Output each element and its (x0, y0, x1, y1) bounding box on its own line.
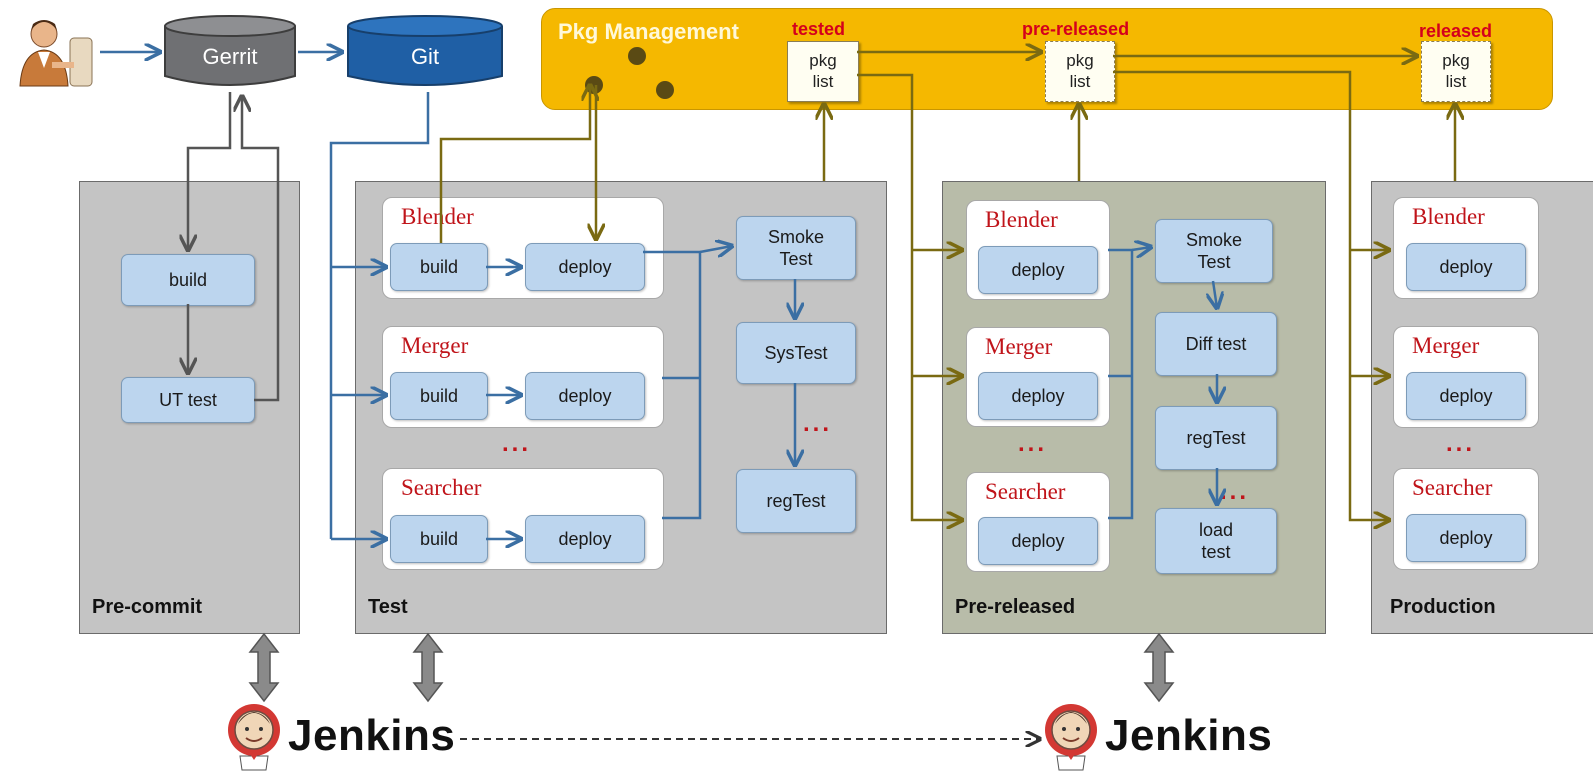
test-systest: SysTest (736, 322, 856, 384)
pre-released-label: pre-released (1022, 19, 1130, 39)
production-label: Production (1390, 596, 1496, 618)
component-title: Merger (1412, 333, 1480, 358)
prereleased-load-test: load test (1155, 508, 1277, 574)
test-regtest: regTest (736, 469, 856, 533)
production-merger-deploy: deploy (1406, 372, 1526, 420)
test-label: Test (368, 596, 408, 618)
component-title: Blender (401, 204, 474, 229)
jenkins-logo-icon (228, 704, 280, 771)
prereleased-merger-deploy: deploy (978, 372, 1098, 420)
gerrit-database-icon (164, 15, 296, 86)
prereleased-label: Pre-released (955, 596, 1076, 618)
released-pkg-list: pkg list (1421, 41, 1491, 102)
jenkins-right-label: Jenkins (1105, 711, 1273, 760)
test-merger-deploy: deploy (525, 372, 645, 420)
component-title: Blender (985, 207, 1058, 232)
prereleased-diff-test: Diff test (1155, 312, 1277, 376)
prereleased-components-ellipsis: ... (1018, 430, 1048, 457)
precommit-ut-test-box: UT test (121, 377, 255, 423)
jenkins-left-label: Jenkins (288, 711, 456, 760)
production-components-ellipsis: ... (1446, 430, 1476, 457)
released-label: released (1419, 21, 1493, 41)
pkg-management-title: Pkg Management (558, 19, 739, 44)
production-searcher-deploy: deploy (1406, 514, 1526, 562)
test-searcher-build: build (390, 515, 488, 563)
precommit-build-box: build (121, 254, 255, 306)
component-title: Blender (1412, 204, 1485, 229)
tested-pkg-list: pkg list (787, 41, 859, 102)
git-label: Git (410, 44, 440, 69)
test-components-ellipsis: ... (502, 430, 532, 457)
developer-icon (19, 20, 93, 87)
gerrit-label: Gerrit (202, 44, 258, 69)
pre-released-pkg-list: pkg list (1045, 41, 1115, 102)
prereleased-regtest: regTest (1155, 406, 1277, 470)
component-title: Merger (985, 334, 1053, 359)
prereleased-blender-deploy: deploy (978, 246, 1098, 294)
component-title: Searcher (985, 479, 1066, 504)
tested-label: tested (792, 19, 846, 39)
jenkins-left: Jenkins (226, 700, 455, 772)
component-title: Merger (401, 333, 469, 358)
git-database-icon (347, 15, 503, 86)
test-searcher-deploy: deploy (525, 515, 645, 563)
jenkins-logo-icon (1045, 704, 1097, 771)
test-smoke-test: Smoke Test (736, 216, 856, 280)
prereleased-smoke-test: Smoke Test (1155, 219, 1273, 283)
prereleased-searcher-deploy: deploy (978, 517, 1098, 565)
test-tests-ellipsis: ... (803, 410, 833, 437)
pkg-dot (628, 47, 646, 65)
pkg-dot (656, 81, 674, 99)
test-blender-deploy: deploy (525, 243, 645, 291)
component-title: Searcher (1412, 475, 1493, 500)
component-title: Searcher (401, 475, 482, 500)
precommit-label: Pre-commit (92, 596, 203, 618)
production-blender-deploy: deploy (1406, 243, 1526, 291)
jenkins-right: Jenkins (1043, 700, 1272, 772)
